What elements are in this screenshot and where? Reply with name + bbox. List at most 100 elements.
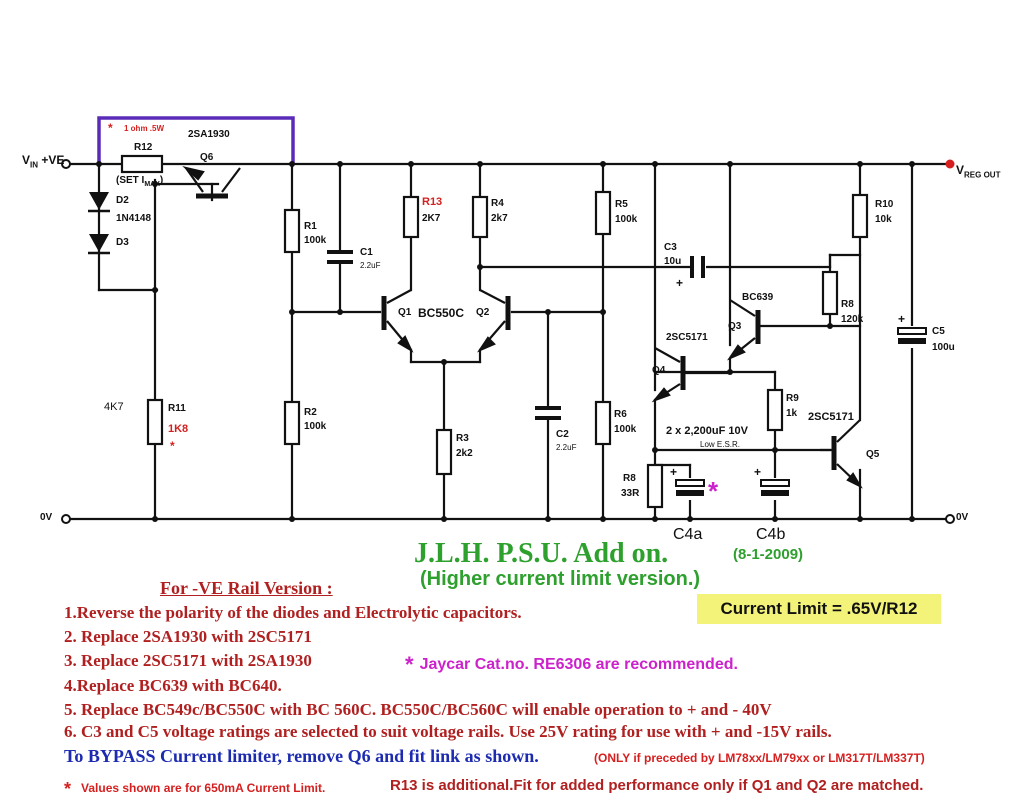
r9-value: 1k [786,408,798,419]
r13-value: 2K7 [422,213,441,224]
instruction-4: 4.Replace BC639 with BC640. [64,676,282,695]
bypass-note: (ONLY if preceded by LM78xx/LM79xx or LM… [594,751,925,765]
r10-resistor [851,193,869,239]
bypass-link [97,116,295,164]
r4-resistor [471,195,489,239]
jaycar-star: * [405,652,414,677]
r8-upper-value: 120k [841,314,864,325]
q5-transistor [820,419,863,489]
q5-label: Q5 [866,449,880,460]
q5-part-label: 2SC5171 [808,411,854,423]
instruction-3: 3. Replace 2SC5171 with 2SA1930 [64,651,312,670]
c3-plus: + [676,276,684,290]
r12-resistor [120,154,164,174]
c1-capacitor [326,250,354,264]
r5-resistor [594,190,612,236]
q6-label: Q6 [200,152,214,163]
title-date: (8-1-2009) [733,546,804,563]
cap-spec-sub-label: Low E.S.R. [700,440,741,449]
vin-label: VIN +VE [22,153,65,170]
c4a-label: C4a [673,526,703,543]
r4-label: R4 [491,198,504,209]
c5-label: C5 [932,326,945,337]
d3-label: D3 [116,237,129,248]
r2-resistor [283,400,301,446]
neg-rail-heading: For -VE Rail Version : [160,578,333,598]
c4b-plus: + [754,465,762,479]
r11-label: R11 [168,403,186,414]
r8-lower-value: 33R [621,488,640,499]
zero-v-left-label: 0V [40,512,53,523]
r2-value: 100k [304,421,327,432]
bypass-instruction: To BYPASS Current limiter, remove Q6 and… [64,746,539,766]
r6-resistor [594,400,612,446]
vreg-terminal [945,159,955,169]
instruction-2: 2. Replace 2SA1930 with 2SC5171 [64,627,312,646]
d2-diode [88,192,110,213]
r1-label: R1 [304,221,317,232]
r8-upper-resistor [821,270,839,316]
r4-value: 2k7 [491,213,508,224]
c5-capacitor [896,326,928,348]
r10-label: R10 [875,199,894,210]
c2-capacitor [534,406,562,420]
c1-value: 2.2uF [360,261,381,270]
r11-star: * [170,439,175,453]
c3-label: C3 [664,242,677,253]
r6-label: R6 [614,409,627,420]
values-note: * Values shown are for 650mA Current Limi… [64,779,325,800]
vin-terminal [61,159,71,169]
jaycar-note: * Jaycar Cat.no. RE6306 are recommended. [405,652,738,678]
c5-plus: + [898,312,906,326]
r1-value: 100k [304,235,327,246]
r3-value: 2k2 [456,448,473,459]
jaycar-note-text: Jaycar Cat.no. RE6306 are recommended. [419,656,738,673]
q4-part-label: 2SC5171 [666,332,708,343]
bypass-star: * [108,121,113,135]
val-4k7-label: 4K7 [104,401,124,413]
r5-label: R5 [615,199,628,210]
vreg-label: VREG OUT [956,163,1001,180]
c2-value: 2.2uF [556,443,577,452]
q6-part-label: 2SA1930 [188,129,230,140]
r6-value: 100k [614,424,637,435]
r13-label: R13 [422,196,443,208]
r5-value: 100k [615,214,638,225]
r8-lower-resistor [646,463,664,509]
r11-value: 1K8 [168,423,189,435]
current-limit-badge: Current Limit = .65V/R12 [697,594,941,624]
instruction-6: 6. C3 and C5 voltage ratings are selecte… [64,722,832,741]
r12-set-label: (SET IMAX) [116,175,164,189]
values-star: * [64,779,72,799]
q3-transistor [727,299,761,372]
d2-part-label: 1N4148 [116,213,152,224]
q4-label: Q4 [652,365,666,376]
c4-star: * [708,476,719,506]
c3-capacitor [690,256,706,280]
r3-resistor [435,428,453,476]
r2-label: R2 [304,407,317,418]
c4b-capacitor [759,478,791,500]
c3-value: 10u [664,256,682,267]
zero-v-right-terminal [945,514,955,524]
q6-transistor [182,165,241,199]
r10-value: 10k [875,214,892,225]
q3-part-label: BC639 [742,292,774,303]
q1-label: Q1 [398,307,412,318]
instruction-1: 1.Reverse the polarity of the diodes and… [64,603,522,622]
r12-label: R12 [134,142,153,153]
r9-resistor [766,388,784,432]
values-note-text: Values shown are for 650mA Current Limit… [81,781,326,795]
q12-part-label: BC550C [418,306,465,320]
r8-lower-label: R8 [623,473,636,484]
r3-label: R3 [456,433,469,444]
c4b-label: C4b [756,526,786,543]
r8-upper-label: R8 [841,299,854,310]
q2-transistor [477,289,511,353]
r13-note: R13 is additional.Fit for added performa… [390,777,924,794]
q3-label: Q3 [728,321,742,332]
d2-label: D2 [116,195,129,206]
c1-label: C1 [360,247,373,258]
q1-transistor [381,289,414,353]
cap-spec-label: 2 x 2,200uF 10V [666,425,748,437]
